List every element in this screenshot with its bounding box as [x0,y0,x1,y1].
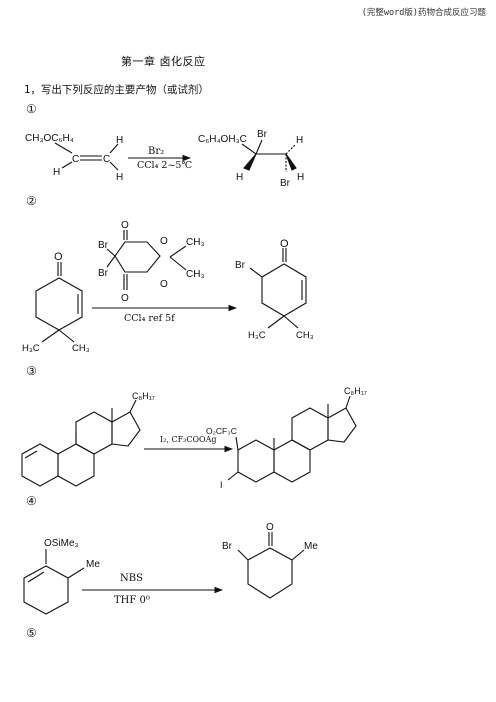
r1-reagent-top: Br₂ [148,146,164,157]
r4-oxygen: O [266,522,274,533]
r1-hash-bond [285,143,297,155]
r2-br-2: Br [98,268,109,279]
reaction-4: OSiMe₃ Me NBS THF 0⁰ O Br Me [23,522,318,615]
r3-ester: O₂CF₃C [206,426,237,436]
r4-bond [291,549,305,561]
r2-methyl-right: CH₃ [72,343,90,354]
r1-br-2: Br [280,178,291,189]
r3-ring-b [57,443,95,487]
r2-methyl-b: CH₃ [186,269,205,280]
r2-methyl-a: CH₃ [186,237,205,248]
r2-bond [169,256,187,271]
r4-methyl: Me [86,559,100,570]
item-marker-3: ③ [26,364,37,378]
r2-product-methyl-right: CH₃ [296,330,314,341]
r3-double-bond [24,450,38,459]
r2-ring [35,277,83,331]
r2-oxygen: O [54,251,63,263]
r1-h-5: H [296,135,303,146]
r2-bond [58,329,75,343]
r4-bond [237,549,249,561]
r4-reagent-top: NBS [120,573,143,584]
r3-ring-d [111,411,141,447]
r2-oxygen: O [121,293,129,304]
r1-reagent-bottom: CCl₄ 2~5℃ [137,160,192,171]
r1-bond [54,142,73,154]
r3-side-chain: C₈H₁₇ [132,391,155,401]
r4-reagent-bottom: THF 0⁰ [114,595,150,606]
r3-ring-a [21,443,59,487]
chapter-title: 第一章 卤化反应 [121,55,206,68]
r1-bond [255,139,263,155]
document-header: (完整word版)药物合成反应习题 [361,8,486,18]
r1-c-left: C [72,154,79,165]
r2-bond [41,329,60,343]
r3-side-bond [129,399,137,413]
r2-oxygen: O [160,236,168,247]
r4-double-bond [27,571,45,583]
r1-wedge-bond [285,153,297,171]
r1-c-right: C [103,154,110,165]
r2-oxygen: O [160,279,168,290]
r1-product-group: C₆H₄OH₃C [198,134,247,145]
r2-product-ring [261,263,307,317]
r4-ring [23,565,69,615]
r1-h-4: H [236,172,243,183]
r2-methyl-left: H₃C [22,343,40,354]
r3-side-bond [345,395,351,409]
r1-h-1: H [53,167,60,178]
r1-bond [241,143,257,155]
r2-br-1: Br [98,240,109,251]
r3-prod-ring-b [273,439,311,483]
r2-bond [106,255,116,268]
r3-iodine: I [220,480,223,490]
r2-bond [283,315,299,329]
r4-product-ring [247,547,293,599]
r4-otms: OSiMe₃ [44,538,79,549]
r2-oxygen: O [121,220,129,231]
r2-product-br: Br [235,260,246,271]
r3-prod-ring-d [327,407,357,443]
r3-ring-c [75,411,113,455]
r2-bond [169,245,187,258]
r2-product-methyl-left: H₃C [248,330,266,341]
r2-reagent-ring [114,241,161,273]
r1-h-6: H [297,172,304,183]
item-marker-1: ① [26,102,37,116]
r1-h-2: H [116,135,123,146]
r1-reactant-group: CH₃OC₆H₄ [25,133,74,144]
reaction-3: C₈H₁₇ I₂, CF₃COOAg C₈H₁₇ O₂CF₃C I [21,386,367,490]
r1-br-1: Br [257,129,268,140]
r3-ester-bond [235,436,239,451]
r3-prod-ring-a [237,439,275,483]
r3-iodo-bond [227,471,239,481]
r2-bond [249,267,263,278]
reaction-2: O H₃C CH₃ O O O O Br Br CH₃ CH₃ CCl₄ ref… [22,220,314,354]
r4-product-br: Br [222,541,233,552]
r1-bond [61,161,73,169]
r3-prod-side-chain: C₈H₁₇ [344,386,367,396]
r4-bond [67,567,85,579]
r2-reagent-bottom: CCl₄ ref 5f [124,313,176,324]
reaction-1: CH₃OC₆H₄ C C H H H Br₂ CCl₄ 2~5℃ C₆H₄OH₃… [25,129,304,189]
item-marker-2: ② [26,194,37,208]
item-marker-4: ④ [26,494,37,508]
r4-product-methyl: Me [304,541,318,552]
r3-reagent: I₂, CF₃COOAg [160,435,216,444]
r1-bond [109,143,119,154]
item-marker-5: ⑤ [26,626,37,640]
r1-wedge-bond [243,153,257,171]
r3-prod-ring-c [291,407,329,451]
r2-oxygen: O [280,238,289,250]
question-text: 1，写出下列反应的主要产物（或试剂） [24,84,209,96]
r1-bond [109,161,119,171]
r2-bond [267,315,285,329]
r2-bond [106,248,116,257]
r1-h-3: H [116,172,123,183]
